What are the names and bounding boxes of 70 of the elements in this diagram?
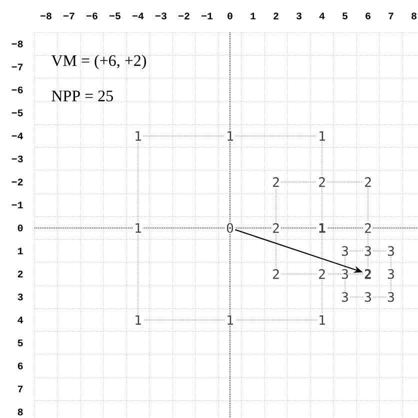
- search-point: 1: [317, 222, 327, 234]
- search-point: 1: [133, 130, 143, 142]
- axis-tick-label: −2: [12, 178, 23, 186]
- search-point: 3: [363, 291, 373, 303]
- axis-tick-label: −4: [12, 132, 23, 140]
- search-point: 2: [317, 176, 327, 188]
- axis-tick-label: −6: [12, 86, 23, 94]
- axis-tick-label: 0: [228, 12, 232, 20]
- search-point: 0: [225, 222, 235, 234]
- axis-tick-label: 7: [388, 12, 394, 20]
- search-point: 3: [386, 268, 396, 280]
- axis-tick-label: 1: [18, 248, 23, 254]
- info-text: VM = (+6, +2): [51, 54, 146, 70]
- axis-tick-label: 2: [18, 270, 23, 278]
- search-square-side: [390, 280, 392, 292]
- search-point: 2: [317, 268, 327, 280]
- search-point: 2: [271, 176, 281, 188]
- axis-tick-label: −1: [201, 12, 213, 20]
- axis-tick-label: −3: [12, 156, 23, 162]
- search-point: 1: [317, 314, 327, 326]
- axis-tick-label: 3: [18, 294, 23, 300]
- axis-tick-label: −5: [109, 12, 120, 20]
- axis-tick-label: −1: [12, 202, 23, 208]
- axis-tick-label: −7: [12, 64, 23, 70]
- search-point: 3: [386, 291, 396, 303]
- search-point: 2: [271, 222, 281, 234]
- search-square-side: [372, 296, 386, 298]
- axis-tick-label: −2: [178, 12, 190, 20]
- axis-tick-label: 6: [366, 12, 370, 20]
- search-point: 3: [340, 291, 350, 303]
- search-point: 2: [271, 268, 281, 280]
- search-square-side: [372, 250, 386, 252]
- axis-tick-label: −5: [12, 110, 23, 116]
- search-square-side: [344, 280, 346, 292]
- axis-tick-label: 8: [412, 12, 416, 20]
- axis-tick-label: 3: [296, 12, 302, 20]
- search-point: 3: [386, 245, 396, 257]
- search-point: 1: [133, 222, 143, 234]
- axis-tick-label: 6: [18, 362, 23, 370]
- axis-tick-label: 1: [250, 12, 256, 20]
- axis-tick-label: −7: [63, 12, 74, 20]
- search-point: 1: [225, 314, 235, 326]
- search-point: 3: [340, 268, 350, 280]
- search-point: 3: [363, 245, 373, 257]
- axis-tick-label: −8: [12, 40, 23, 48]
- search-point: 1: [317, 130, 327, 142]
- search-square-side: [390, 256, 392, 268]
- search-point: 2: [363, 268, 373, 280]
- node-label: 1: [136, 223, 142, 233]
- search-square-side: [350, 250, 364, 252]
- search-square-side: [350, 296, 364, 298]
- search-point: 1: [133, 314, 143, 326]
- axis-tick-label: 5: [18, 340, 23, 346]
- axis-tick-label: −6: [86, 12, 98, 20]
- axis-tick-label: 4: [319, 12, 325, 20]
- axis-tick-label: 2: [274, 12, 278, 20]
- axis-tick-label: −4: [132, 12, 144, 20]
- info-text: NPP = 25: [52, 90, 113, 102]
- search-point: 2: [363, 222, 373, 234]
- axis-tick-label: −3: [155, 12, 166, 20]
- axis-tick-label: −8: [40, 12, 52, 20]
- axis-tick-label: 7: [18, 386, 23, 392]
- axis-tick-label: 8: [18, 408, 23, 416]
- axis-tick-label: 5: [342, 12, 348, 20]
- search-point: 2: [363, 176, 373, 188]
- axis-tick-label: 0: [18, 224, 23, 232]
- search-point: 3: [340, 245, 350, 257]
- search-point: 1: [225, 130, 235, 142]
- search-square-side: [344, 256, 346, 268]
- axis-tick-label: 4: [18, 316, 23, 324]
